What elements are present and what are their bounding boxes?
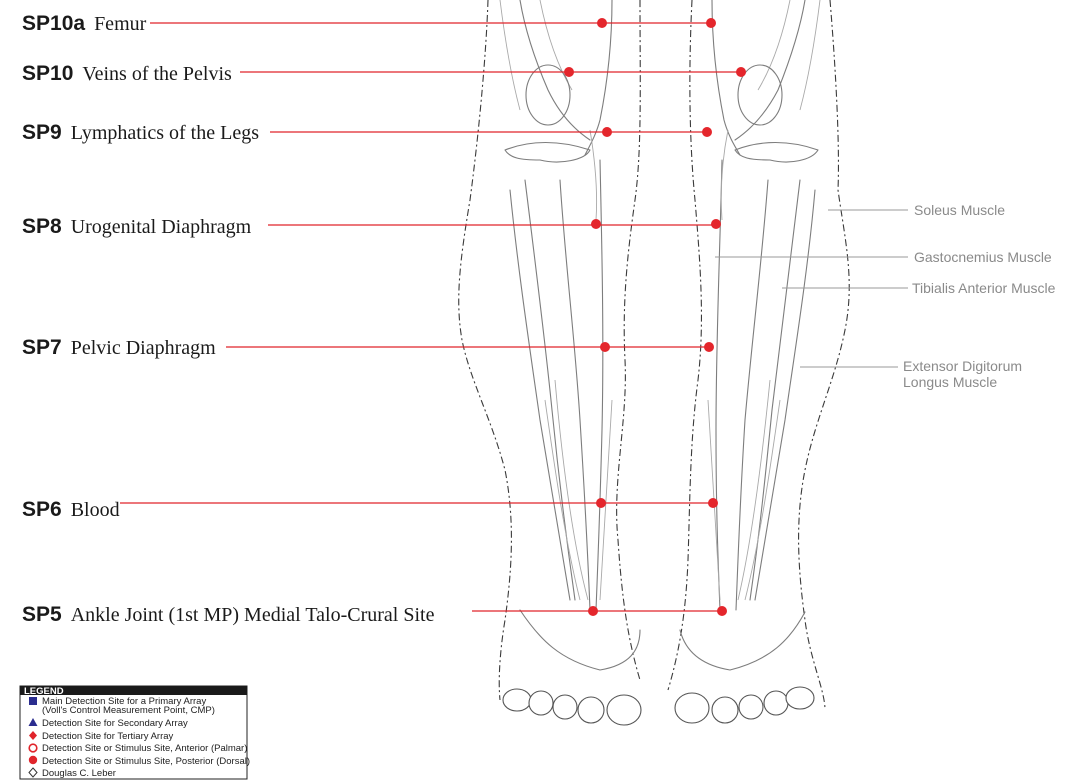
dot-icon xyxy=(28,755,38,765)
point-name: Lymphatics of the Legs xyxy=(71,122,260,144)
point-dot-left xyxy=(597,18,607,28)
muscle-label: Tibialis Anterior Muscle xyxy=(912,280,1056,296)
point-dot-right xyxy=(717,606,727,616)
legend: LEGEND Main Detection Site for a Primary… xyxy=(19,685,250,780)
legend-item-label: Detection Site or Stimulus Site, Posteri… xyxy=(42,756,250,767)
point-code: SP7 xyxy=(22,336,62,359)
point-name: Blood xyxy=(71,499,120,521)
point-sp6: SP6 Blood xyxy=(22,498,718,521)
point-sp7: SP7 Pelvic Diaphragm xyxy=(22,336,714,359)
point-dot-left xyxy=(602,127,612,137)
muscle-label-line1: Extensor Digitorum xyxy=(903,358,1022,374)
muscle-label-gastrocnemius: Gastocnemius Muscle xyxy=(715,249,1052,265)
ring-icon xyxy=(28,743,38,753)
muscle-label-line2: Longus Muscle xyxy=(903,374,997,390)
muscle-label-extensor-digitorum: Extensor Digitorum Longus Muscle xyxy=(800,358,1022,390)
point-dot-right xyxy=(711,219,721,229)
point-dot-left xyxy=(600,342,610,352)
triangle-icon xyxy=(28,718,38,726)
point-dot-right xyxy=(736,67,746,77)
square-icon xyxy=(29,697,37,705)
point-dot-left xyxy=(564,67,574,77)
point-sp10a: SP10a Femur xyxy=(22,12,716,35)
legend-item-label: Douglas C. Leber xyxy=(42,768,116,779)
point-code: SP10 xyxy=(22,62,73,85)
diamond-icon xyxy=(29,731,37,740)
point-sp10: SP10 Veins of the Pelvis xyxy=(22,62,746,85)
point-dot-right xyxy=(708,498,718,508)
point-code: SP8 xyxy=(22,215,62,238)
point-dot-right xyxy=(706,18,716,28)
legend-item-label: Detection Site for Tertiary Array xyxy=(42,731,174,742)
legend-item-label: Detection Site or Stimulus Site, Anterio… xyxy=(42,743,247,754)
muscle-label-tibialis-anterior: Tibialis Anterior Muscle xyxy=(782,280,1056,296)
legend-item-label: Detection Site for Secondary Array xyxy=(42,718,188,729)
point-dot-left xyxy=(596,498,606,508)
point-code: SP9 xyxy=(22,121,62,144)
legend-item-sublabel: (Voll's Control Measurement Point, CMP) xyxy=(42,705,215,716)
point-dot-left xyxy=(591,219,601,229)
point-code: SP5 xyxy=(22,603,62,626)
muscle-label-soleus: Soleus Muscle xyxy=(828,202,1005,218)
point-sp9: SP9 Lymphatics of the Legs xyxy=(22,121,712,144)
point-sp8: SP8 Urogenital Diaphragm xyxy=(22,215,721,238)
open-diamond-icon xyxy=(28,767,38,778)
point-dot-right xyxy=(702,127,712,137)
legend-item-label: Main Detection Site for a Primary Array xyxy=(42,696,206,707)
muscle-label: Gastocnemius Muscle xyxy=(914,249,1052,265)
legs-illustration xyxy=(458,0,850,726)
point-name: Pelvic Diaphragm xyxy=(71,337,216,359)
point-dot-left xyxy=(588,606,598,616)
point-code: SP6 xyxy=(22,498,62,521)
point-name: Urogenital Diaphragm xyxy=(71,216,252,238)
point-name: Veins of the Pelvis xyxy=(82,63,232,85)
legend-title-bar xyxy=(20,686,247,695)
point-sp5: SP5 Ankle Joint (1st MP) Medial Talo-Crur… xyxy=(22,603,727,626)
legend-title: LEGEND xyxy=(24,686,64,697)
point-dot-right xyxy=(704,342,714,352)
point-name: Ankle Joint (1st MP) Medial Talo-Crural … xyxy=(71,604,435,626)
point-code: SP10a xyxy=(22,12,85,35)
muscle-label: Soleus Muscle xyxy=(914,202,1005,218)
point-name: Femur xyxy=(94,13,147,35)
